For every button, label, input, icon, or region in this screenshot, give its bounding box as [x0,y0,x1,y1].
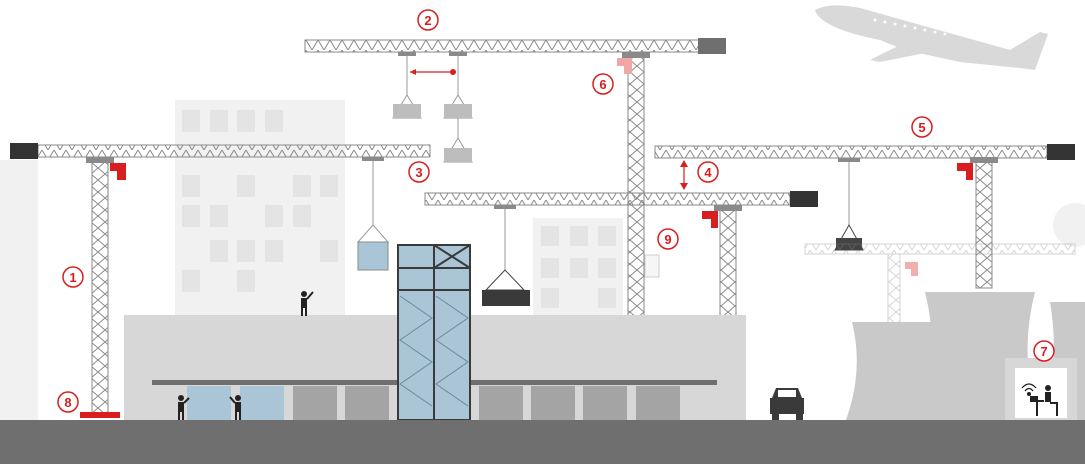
svg-text:1: 1 [69,270,76,285]
ground [0,420,1085,464]
svg-text:3: 3 [415,165,422,180]
marker-7[interactable]: 7 [1033,340,1055,362]
wifi-icon [1021,383,1037,397]
marker-9[interactable]: 9 [657,228,679,250]
worker-icon [178,291,314,420]
marker-1[interactable]: 1 [62,266,84,288]
marker-4[interactable]: 4 [697,161,719,183]
marker-3[interactable]: 3 [408,161,430,183]
operator-icon [1030,385,1058,416]
svg-text:4: 4 [704,165,712,180]
svg-text:8: 8 [64,395,71,410]
airplane-icon [815,5,1048,70]
marker-6[interactable]: 6 [592,73,614,95]
elevator-shaft [397,244,471,421]
crane-1 [10,143,431,418]
background-buildings [0,100,1085,420]
crane-background [804,243,1076,325]
marker-8[interactable]: 8 [57,391,79,413]
marker-2[interactable]: 2 [417,9,439,31]
load-icon [392,94,473,163]
svg-text:2: 2 [424,13,431,28]
crane-2 [304,38,726,318]
crane-4 [424,160,818,317]
svg-text:9: 9 [664,232,671,247]
svg-text:7: 7 [1040,344,1047,359]
marker-5[interactable]: 5 [911,116,933,138]
car-icon [770,388,804,420]
svg-text:5: 5 [918,120,925,135]
main-building [124,244,746,421]
svg-text:6: 6 [599,77,606,92]
operator-cabin [1005,358,1077,420]
